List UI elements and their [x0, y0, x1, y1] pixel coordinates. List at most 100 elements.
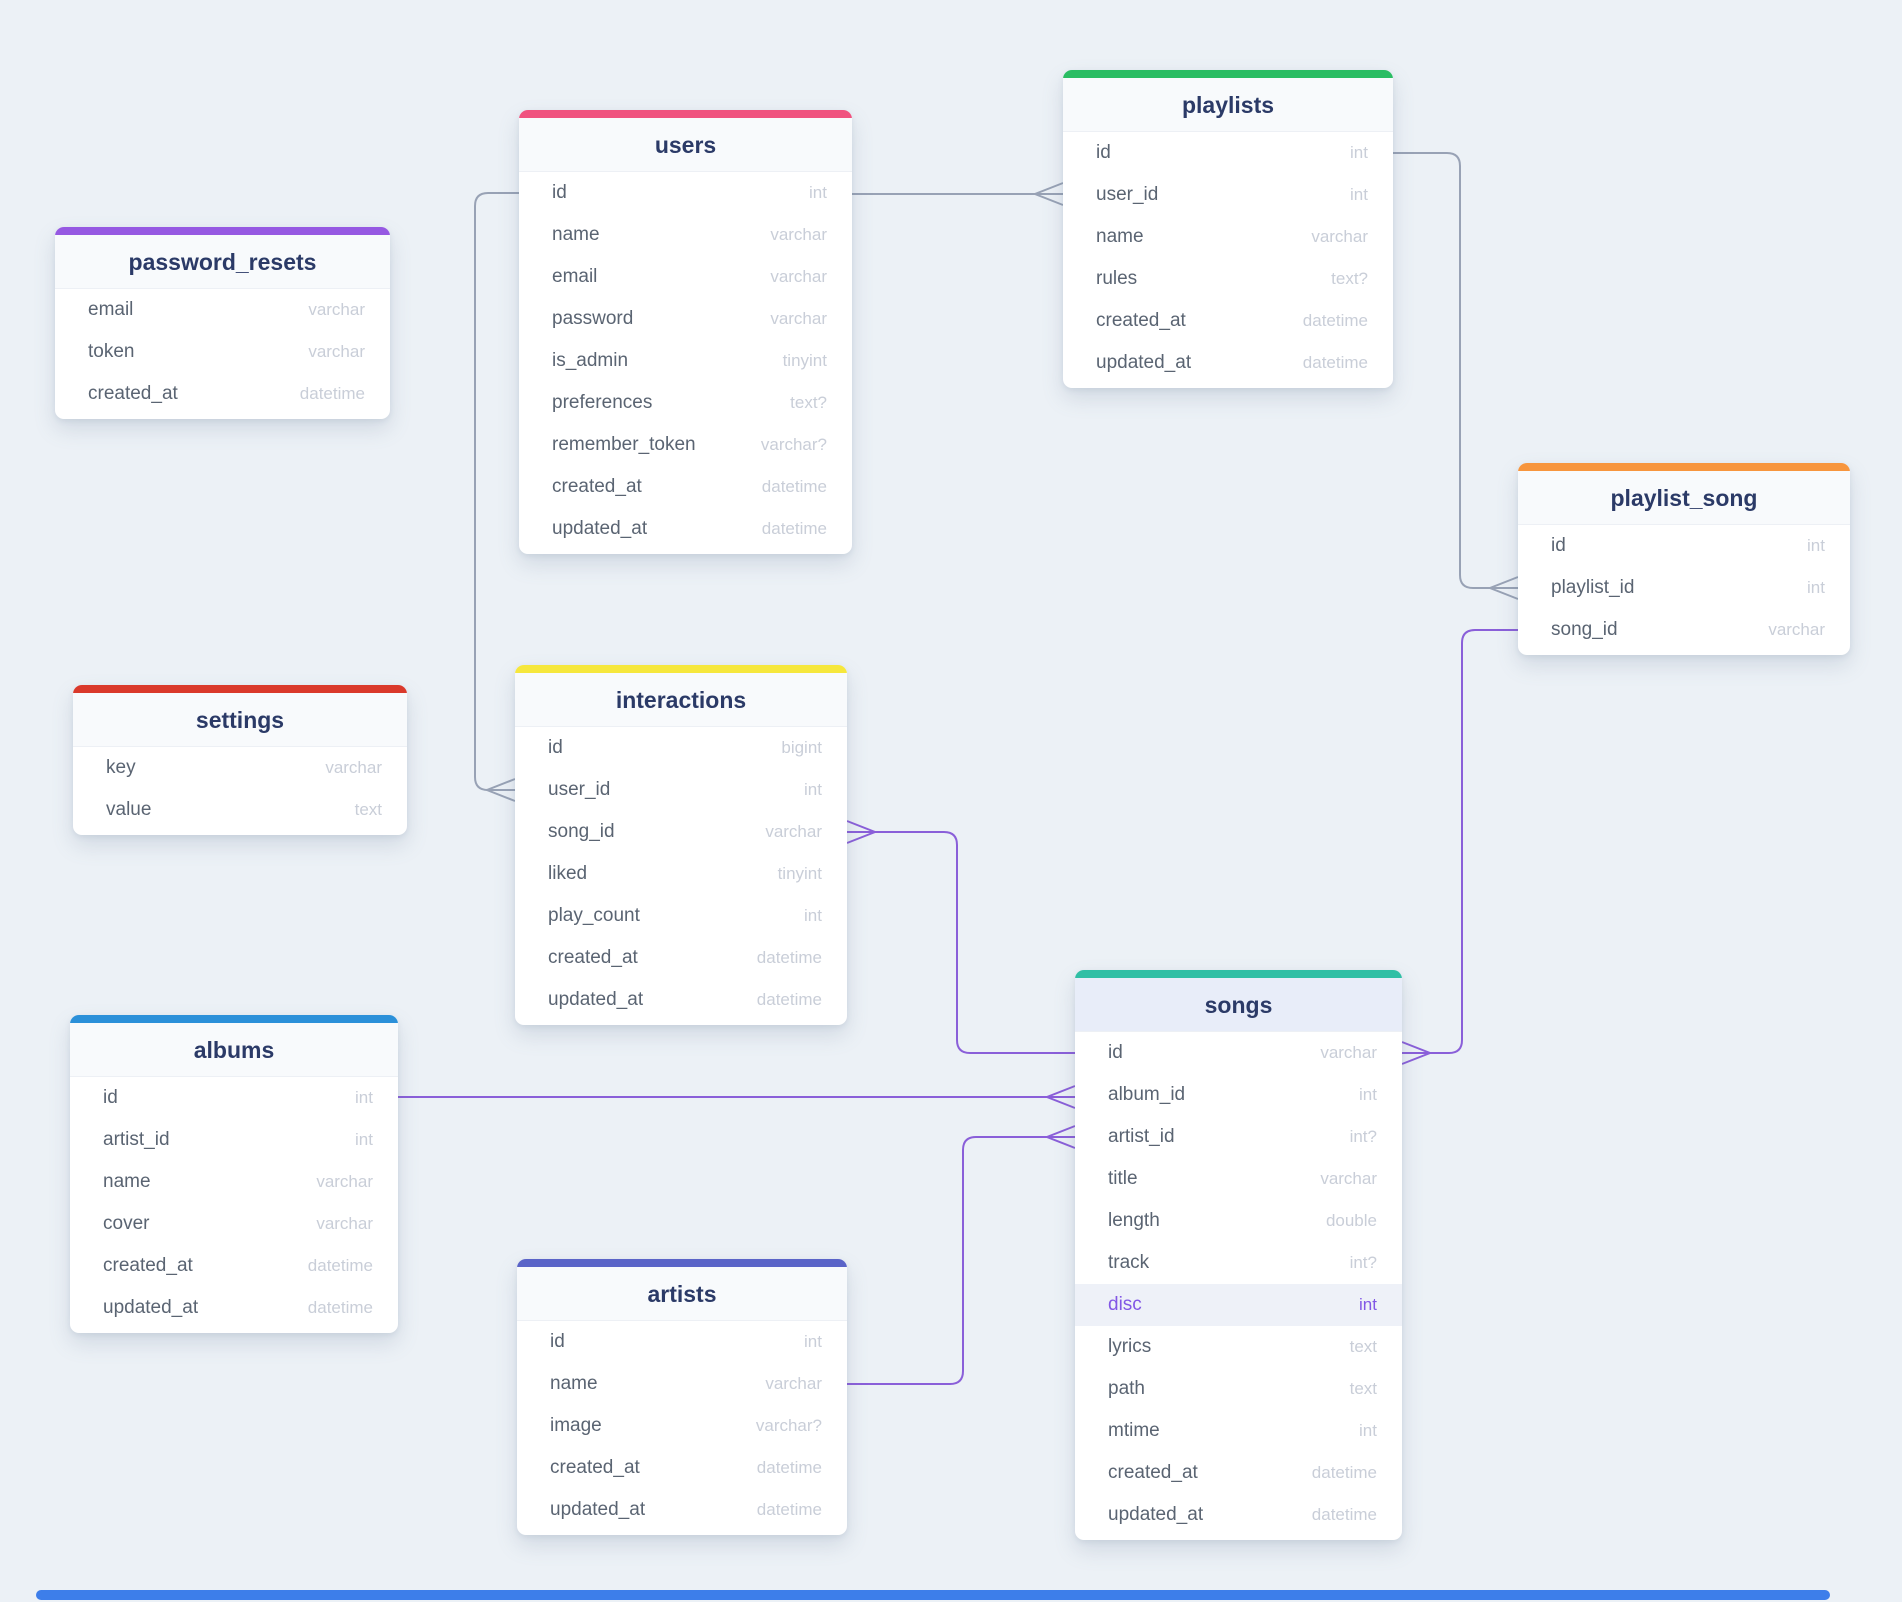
field-name: title	[1108, 1168, 1138, 1189]
field-row-albums-cover[interactable]: cover varchar	[70, 1203, 398, 1245]
field-name: artist_id	[103, 1129, 170, 1150]
field-type: int	[809, 183, 827, 202]
field-row-songs-path[interactable]: path text	[1075, 1368, 1402, 1410]
field-name: id	[548, 737, 563, 758]
field-name: name	[1096, 226, 1144, 247]
table-color-bar	[1518, 463, 1850, 471]
field-name: name	[550, 1373, 598, 1394]
field-name: created_at	[552, 476, 642, 497]
table-color-bar	[1063, 70, 1393, 78]
field-name: track	[1108, 1252, 1150, 1273]
field-name: id	[550, 1331, 565, 1352]
field-type: datetime	[1311, 1505, 1377, 1524]
table-color-bar	[73, 685, 407, 693]
relation-line-songs.id-to-playlist_song.song_id	[1402, 629, 1518, 1054]
horizontal-scrollbar[interactable]	[36, 1590, 1830, 1600]
field-type: varchar	[316, 1214, 373, 1233]
field-type: int	[804, 780, 822, 799]
table-title: password_resets	[55, 235, 390, 289]
field-name: path	[1108, 1378, 1145, 1399]
field-row-users-id[interactable]: id int	[519, 172, 852, 214]
field-type: text	[1349, 1379, 1377, 1398]
field-name: lyrics	[1108, 1336, 1152, 1357]
field-type: datetime	[299, 384, 365, 403]
field-type: varchar	[1768, 620, 1825, 639]
field-type: text	[354, 800, 382, 819]
field-type: datetime	[1302, 353, 1368, 372]
field-name: created_at	[548, 947, 638, 968]
field-name: disc	[1108, 1294, 1142, 1315]
field-name: name	[103, 1171, 151, 1192]
field-name: play_count	[548, 905, 640, 926]
relation-line-playlists.id-to-playlist_song.playlist_id	[1393, 152, 1518, 589]
field-type: varchar?	[755, 1416, 822, 1435]
field-name: length	[1108, 1210, 1160, 1231]
crow-foot-icon	[484, 778, 516, 802]
field-name: id	[552, 182, 567, 203]
field-name: cover	[103, 1213, 150, 1234]
crow-foot-icon	[1044, 1085, 1076, 1109]
